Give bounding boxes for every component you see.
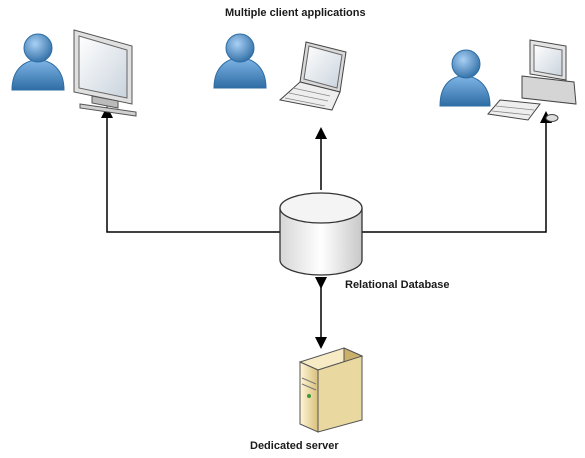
connector-left (101, 106, 280, 233)
monitor-icon (73, 29, 137, 117)
user-icon (11, 33, 65, 91)
user-icon (213, 33, 267, 89)
laptop-icon (278, 41, 347, 111)
server-icon (298, 347, 364, 433)
desktop-computer-icon (487, 39, 577, 122)
server-label: Dedicated server (250, 440, 339, 452)
connectors (101, 106, 552, 349)
client-2 (213, 33, 347, 111)
diagram-title: Multiple client applications (225, 7, 366, 19)
database-label: Relational Database (345, 279, 450, 291)
user-icon (439, 49, 491, 107)
client-3 (439, 39, 577, 122)
connector-right (362, 111, 552, 233)
client-1 (11, 29, 137, 117)
database-icon (279, 192, 363, 276)
